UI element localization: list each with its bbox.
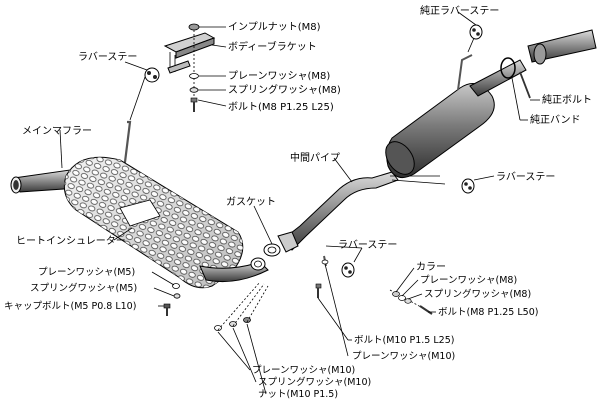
label-nut-m10: ナット(M10 P1.5) xyxy=(258,389,338,400)
genuine-rubber-stay xyxy=(467,24,483,53)
gasket xyxy=(263,243,281,257)
label-main-muffler: メインマフラー xyxy=(22,125,92,137)
main-muffler xyxy=(10,156,269,289)
label-rubber-stay-top-left: ラバーステー xyxy=(78,51,137,63)
label-heat-insulator: ヒートインシュレーター xyxy=(16,235,126,247)
bolt-stack-right xyxy=(389,289,433,315)
rear-muffler xyxy=(385,29,597,179)
label-cap-bolt-m5: キャップボルト(M5 P0.8 L10) xyxy=(4,301,136,312)
label-spring-washer-m5: スプリングワッシャ(M5) xyxy=(30,282,137,294)
label-spring-washer-m10: スプリングワッシャ(M10) xyxy=(258,376,371,388)
leader-lines xyxy=(59,11,540,395)
label-spring-washer-m8-right: スプリングワッシャ(M8) xyxy=(424,288,531,300)
genuine-band xyxy=(500,57,531,99)
label-impulse-nut: インプルナット(M8) xyxy=(228,21,321,33)
label-genuine-rubber-stay: 純正ラバーステー xyxy=(420,4,499,17)
m5-fastener-stack xyxy=(163,283,181,316)
labels: インプルナット(M8) ボディーブラケット ラバーステー プレーンワッシャ(M8… xyxy=(4,4,592,400)
rubber-stay-right xyxy=(461,178,475,194)
impulse-nut xyxy=(188,23,200,31)
label-plain-washer-m8-top: プレーンワッシャ(M8) xyxy=(228,70,330,82)
label-rubber-stay-right: ラバーステー xyxy=(496,171,555,183)
label-plain-washer-m10-mid: プレーンワッシャ(M10) xyxy=(352,351,455,362)
rubber-stay-center xyxy=(323,255,355,278)
label-body-bracket: ボディーブラケット xyxy=(228,40,317,53)
rubber-stay-top-left xyxy=(129,67,160,121)
label-center-pipe: 中間パイプ xyxy=(290,151,340,164)
label-rubber-stay-center: ラバーステー xyxy=(338,239,397,251)
label-spring-washer-m8-top: スプリングワッシャ(M8) xyxy=(228,83,341,96)
label-plain-washer-m10-bottom: プレーンワッシャ(M10) xyxy=(252,365,355,376)
m10-fastener-stack xyxy=(214,281,269,331)
label-bolt-m8-l25: ボルト(M8 P1.25 L25) xyxy=(228,101,334,113)
label-gasket: ガスケット xyxy=(226,196,276,208)
label-genuine-bolt: 純正ボルト xyxy=(542,93,592,106)
label-collar: カラー xyxy=(416,261,446,273)
body-bracket xyxy=(163,32,216,74)
label-bolt-m10-l25: ボルト(M10 P1.5 L25) xyxy=(354,335,454,346)
label-plain-washer-m8-right: プレーンワッシャ(M8) xyxy=(420,275,517,286)
bolt-stack-top xyxy=(189,30,199,112)
flange-muffler-side xyxy=(250,257,266,271)
label-plain-washer-m5: プレーンワッシャ(M5) xyxy=(38,267,135,278)
bolt-m10 xyxy=(315,259,329,298)
label-bolt-m8-l50: ボルト(M8 P1.25 L50) xyxy=(438,307,538,318)
label-genuine-band: 純正バンド xyxy=(530,113,581,126)
